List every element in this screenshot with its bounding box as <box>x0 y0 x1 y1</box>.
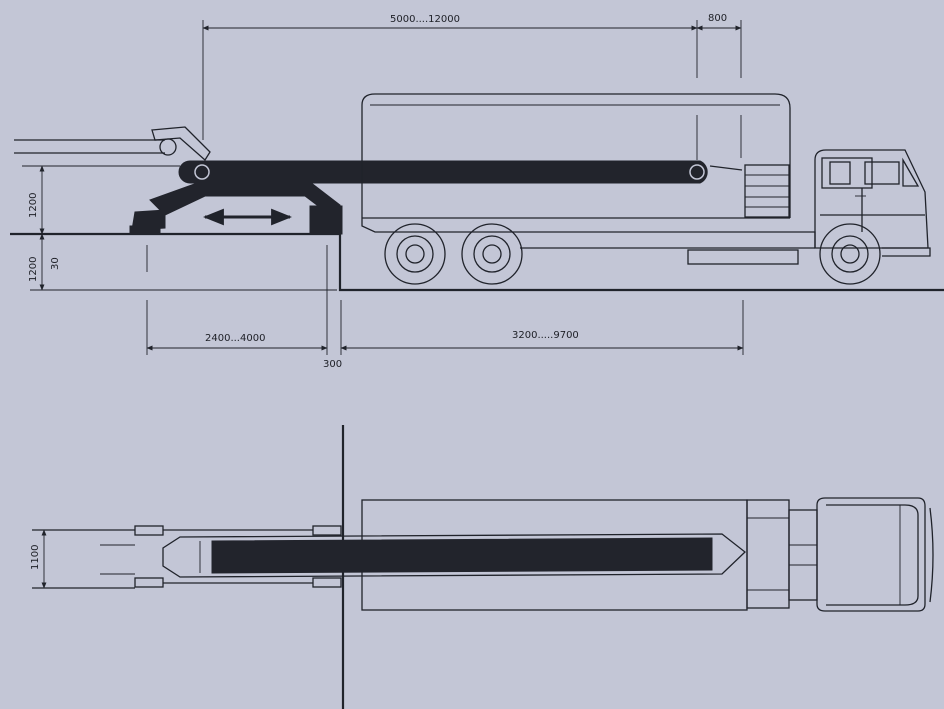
gap-label: 300 <box>323 359 342 370</box>
dimension-width: 1100 <box>30 529 47 589</box>
truck-offset-label: 3200.....9700 <box>512 330 579 341</box>
width-label: 1100 <box>30 545 41 570</box>
belt-length-label: 5000....12000 <box>390 14 460 25</box>
truck-cargo-box <box>361 93 791 219</box>
main-belt-conveyor <box>178 160 743 184</box>
top-view: 1100 <box>30 425 934 709</box>
pit-offset-label: 30 <box>50 257 61 270</box>
dimension-pit-depth: 1200 30 <box>28 233 61 291</box>
side-view: 5000....12000 800 1200 1200 30 2400...40… <box>10 13 944 370</box>
feed-conveyor <box>14 126 211 161</box>
pit-depth-label: 1200 <box>28 257 39 282</box>
base-length-label: 2400...4000 <box>205 333 265 344</box>
dimension-truck-offset: 3200.....9700 <box>340 300 744 355</box>
conveyor-height-label: 1200 <box>28 193 39 218</box>
dimension-overhang: 800 <box>696 13 742 31</box>
dimension-belt-length: 5000....12000 <box>202 14 742 160</box>
dimension-conveyor-height: 1200 <box>22 165 180 235</box>
conveyor-support-frame <box>129 181 343 235</box>
truck-wheels <box>384 223 881 285</box>
overhang-label: 800 <box>708 13 727 24</box>
top-view-conveyor <box>32 525 746 589</box>
dimension-gap: 300 <box>323 300 342 370</box>
dimension-base-length: 2400...4000 <box>146 245 328 355</box>
truck-cab <box>814 149 929 249</box>
